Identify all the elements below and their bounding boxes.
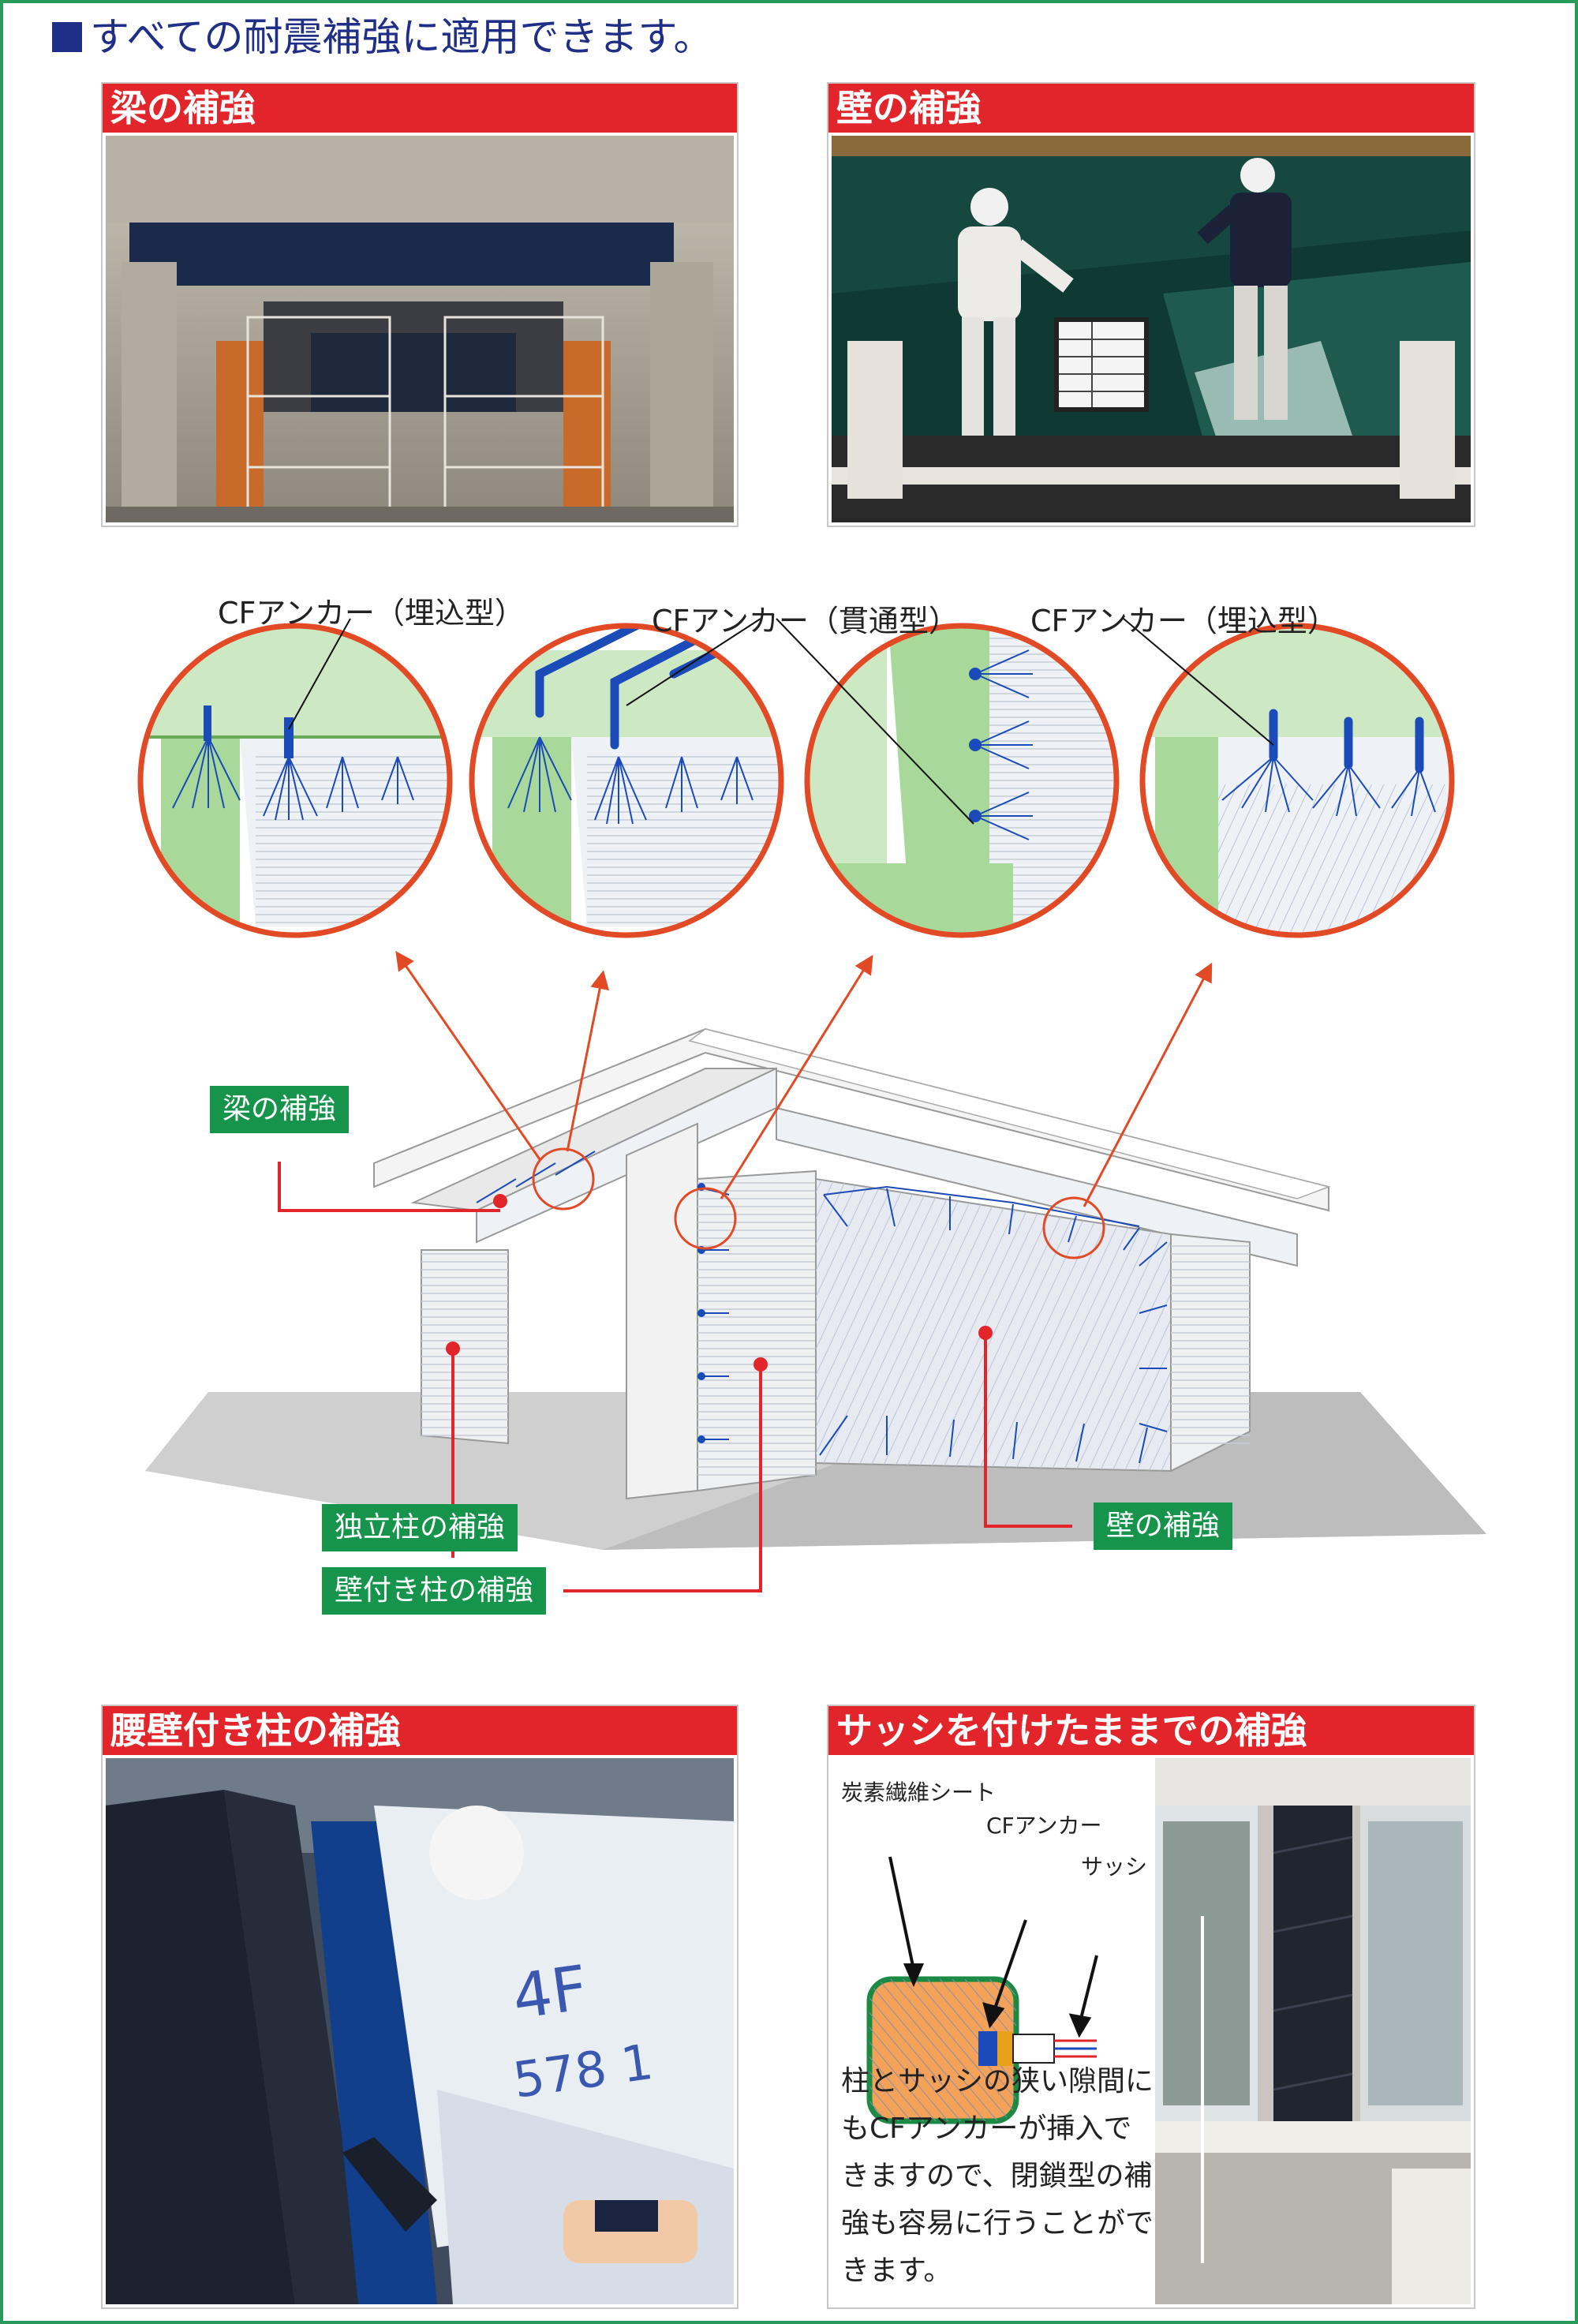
callout-independent-column: 独立柱の補強 [322, 1504, 518, 1551]
detail-circle-4 [1139, 623, 1455, 938]
anchor-label-embedded-right: CFアンカー（埋込型） [1030, 604, 1337, 638]
sash-description: 柱とサッシの狭い隙間にもCFアンカーが挿入できますので、閉鎖型の補強も容易に行う… [841, 2065, 1154, 2287]
beam-panel-title: 梁の補強 [103, 84, 737, 133]
sash-photo [1155, 1758, 1471, 2304]
cf-anchor-label: CFアンカー [986, 1813, 1102, 1839]
anchor-label-through: CFアンカー（貫通型） [652, 604, 959, 638]
building-model [145, 951, 1486, 1592]
sash-cross-section-diagram [866, 1856, 1098, 2124]
detail-circle-3 [804, 623, 1120, 938]
sash-panel-title: サッシを付けたままでの補強 [828, 1706, 1474, 1755]
callout-wall-column: 壁付き柱の補強 [322, 1567, 547, 1615]
carbon-sheet-label: 炭素繊維シート [841, 1779, 997, 1806]
detail-circle-1 [137, 623, 453, 938]
page-heading: すべての耐震補強に適用できます。 [52, 17, 713, 57]
beam-photo [106, 136, 734, 522]
reinforcement-diagram [137, 618, 1486, 1592]
waist-column-panel-title: 腰壁付き柱の補強 [103, 1706, 737, 1755]
waist-column-photo: 4F 578 1 [106, 1758, 734, 2304]
square-bullet-icon [52, 22, 82, 52]
anchor-label-embedded-left: CFアンカー（埋込型） [218, 596, 525, 631]
detail-circle-2 [469, 623, 784, 938]
beam-panel: 梁の補強 [101, 82, 739, 527]
waist-column-panel: 腰壁付き柱の補強 4F 578 1 [101, 1705, 739, 2309]
sash-panel: サッシを付けたままでの補強 炭素繊 [827, 1705, 1475, 2309]
callout-beam: 梁の補強 [210, 1086, 350, 1133]
wall-photo [832, 136, 1471, 522]
wall-panel: 壁の補強 [827, 82, 1475, 527]
wall-panel-title: 壁の補強 [828, 84, 1474, 133]
page-title: すべての耐震補強に適用できます。 [90, 14, 713, 60]
sash-label: サッシ [1081, 1854, 1148, 1880]
callout-wall: 壁の補強 [1094, 1503, 1233, 1550]
svg-text:4F: 4F [508, 1953, 592, 2034]
